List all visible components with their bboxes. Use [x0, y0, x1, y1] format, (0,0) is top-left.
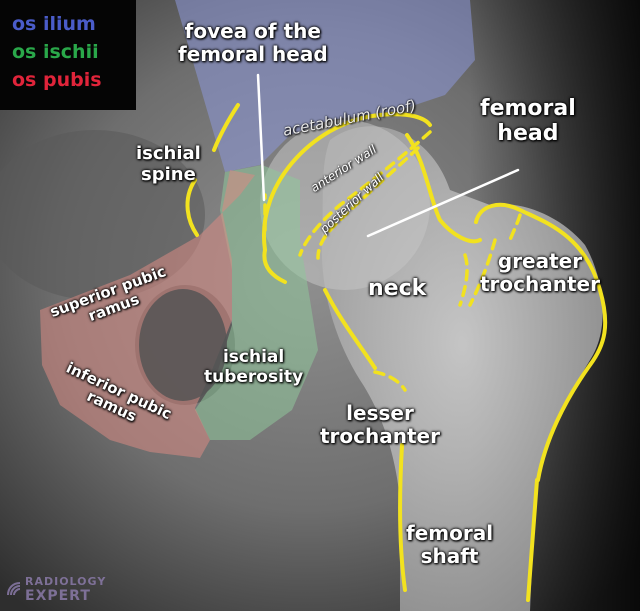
ilium-overlay	[175, 0, 475, 172]
label-neck: neck	[368, 276, 427, 301]
bone-color-legend: os ilium os ischii os pubis	[0, 0, 136, 110]
legend-pubis: os pubis	[12, 69, 102, 91]
label-femoral-shaft: femoral shaft	[406, 521, 494, 568]
anterior-wall-line	[298, 130, 432, 257]
label-greater-trochanter: greater trochanter	[480, 249, 600, 296]
femoral-head-shape	[260, 120, 430, 290]
fovea-pointer	[256, 73, 266, 202]
label-femoral-head: femoral head	[480, 96, 576, 147]
femoral-head-upper-outline	[405, 133, 482, 244]
pelvic-cavity	[0, 130, 205, 300]
acetabulum-lower-outline	[262, 248, 287, 284]
brand-logo-icon	[7, 582, 21, 596]
pointer-lines	[256, 73, 520, 238]
intertrochanteric-crest	[468, 238, 497, 307]
watermark-line1: RADIOLOGY	[25, 575, 107, 588]
legend-ilium: os ilium	[12, 13, 96, 35]
shaft-lateral-outline	[526, 478, 539, 602]
bone-outlines	[185, 103, 608, 602]
femoral-neck-lower-outline	[323, 288, 377, 370]
shaft-medial-outline	[398, 443, 407, 592]
label-ischial-spine: ischial spine	[136, 143, 201, 185]
watermark-line2: EXPERT	[25, 588, 91, 604]
label-ischial-tuberosity: ischial tuberosity	[204, 347, 304, 387]
ischial-spine-outline-upper	[212, 103, 240, 152]
radiology-expert-watermark: RADIOLOGY EXPERT	[6, 574, 106, 604]
label-lesser-trochanter: lesser trochanter	[320, 401, 440, 448]
greater-trochanter-outline	[474, 202, 608, 482]
dashed-outlines	[263, 130, 522, 392]
obturator-foramen-hole	[139, 289, 227, 401]
trochanter-tip-line	[508, 213, 522, 242]
label-fovea: fovea of the femoral head	[178, 19, 328, 66]
intertrochanteric-line	[458, 253, 469, 307]
lesser-trochanter-dash	[373, 370, 407, 392]
femoral-head-pointer	[366, 168, 520, 238]
acetabulum-roof-outline	[261, 112, 432, 252]
legend-ischii: os ischii	[12, 41, 99, 63]
ischial-spine-outline-lower	[185, 178, 199, 237]
